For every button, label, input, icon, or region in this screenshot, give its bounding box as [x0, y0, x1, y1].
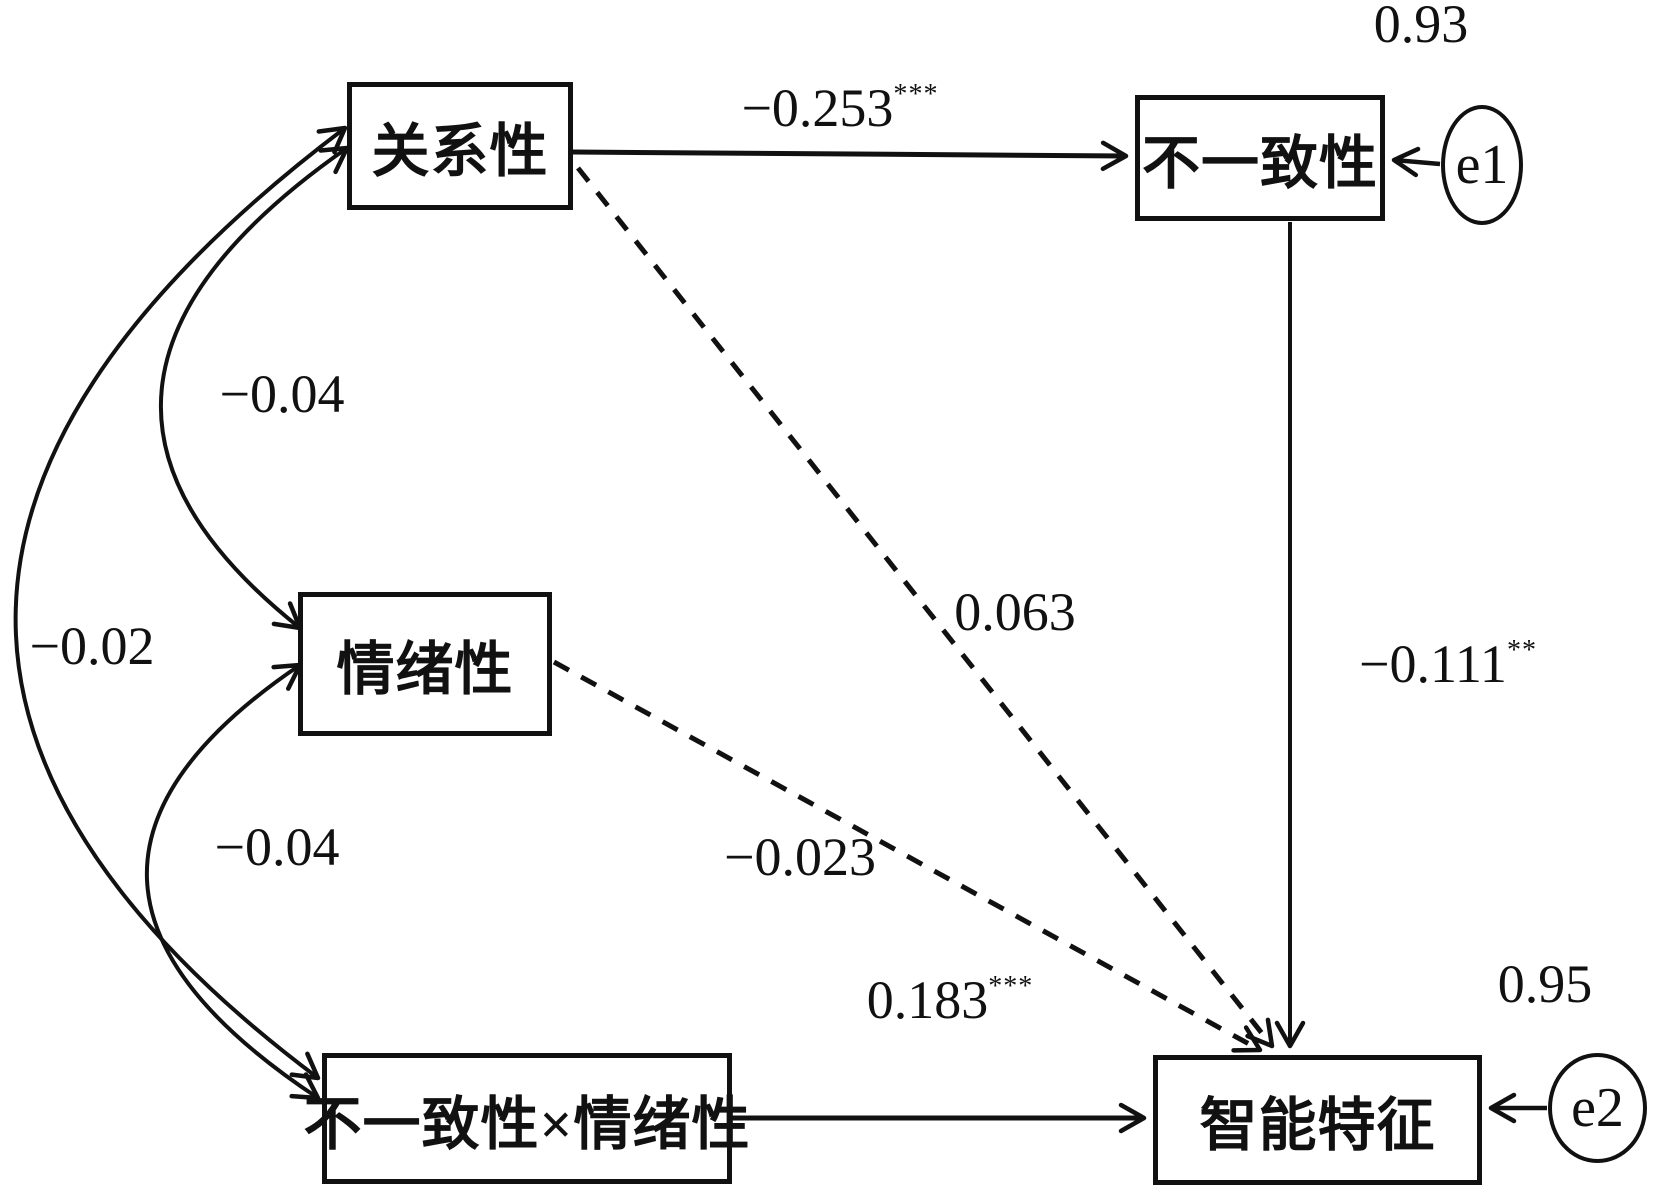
node-emotional-label: 情绪性	[336, 637, 514, 702]
arrow-relational-to-inconsistency	[572, 140, 1129, 172]
coef-stars: **	[1506, 634, 1538, 666]
error-e2-label: e2	[1571, 1077, 1624, 1139]
covariance-curve-relational-emotional	[159, 145, 350, 631]
coef-stars: ***	[988, 970, 1034, 1002]
node-intelligent: 智能特征	[1153, 1055, 1482, 1185]
node-relational-label: 关系性	[371, 119, 549, 184]
covariance-curve-relational-interaction	[13, 125, 348, 1081]
variance-label-e1: 0.93	[1374, 0, 1469, 51]
node-emotional: 情绪性	[298, 592, 552, 736]
cov-label-relational-interaction: −0.02	[30, 619, 155, 673]
coef-label-interaction-to-intelligent: 0.183***	[866, 970, 1034, 1030]
covariance-curve-emotional-interaction	[145, 662, 321, 1101]
error-term-e1: e1	[1441, 105, 1523, 225]
coef-value: −0.02	[29, 616, 155, 676]
arrow-e1-to-inconsistency	[1391, 146, 1441, 178]
variance-e1-value: 0.93	[1373, 0, 1469, 54]
variance-e2-value: 0.95	[1497, 954, 1593, 1014]
cov-label-emotional-interaction: −0.04	[215, 820, 340, 874]
node-relational: 关系性	[347, 82, 573, 210]
coef-label-emotional-to-intelligent: −0.023	[724, 830, 876, 884]
node-interaction-label: 不一致性×情绪性	[303, 1091, 751, 1157]
node-intelligent-label: 智能特征	[1199, 1093, 1436, 1158]
coef-value: −0.04	[214, 817, 340, 877]
variance-label-e2: 0.95	[1498, 957, 1593, 1011]
cov-label-relational-emotional: −0.04	[220, 367, 345, 421]
coef-value: −0.023	[724, 827, 876, 887]
node-interaction: 不一致性×情绪性	[303, 1053, 750, 1184]
coef-value: −0.111	[1358, 634, 1507, 694]
dashed-arrow-relational-to-intelligent	[576, 166, 1275, 1049]
coef-value: −0.04	[219, 364, 345, 424]
node-inconsistency-label: 不一致性	[1141, 131, 1378, 196]
coef-label-relational-to-intelligent: 0.063	[954, 585, 1076, 639]
coef-value: 0.063	[954, 582, 1076, 642]
error-term-e2: e2	[1548, 1053, 1647, 1163]
node-inconsistency: 不一致性	[1135, 95, 1385, 221]
coef-label-inconsistency-to-intelligent: −0.111**	[1358, 634, 1538, 694]
dashed-arrow-emotional-to-intelligent	[552, 659, 1263, 1053]
error-e1-label: e1	[1455, 134, 1509, 196]
coef-label-relational-to-inconsistency: −0.253***	[741, 78, 939, 138]
coef-value: 0.183	[866, 970, 989, 1030]
coef-value: −0.253	[741, 78, 894, 138]
coef-stars: ***	[893, 78, 939, 110]
